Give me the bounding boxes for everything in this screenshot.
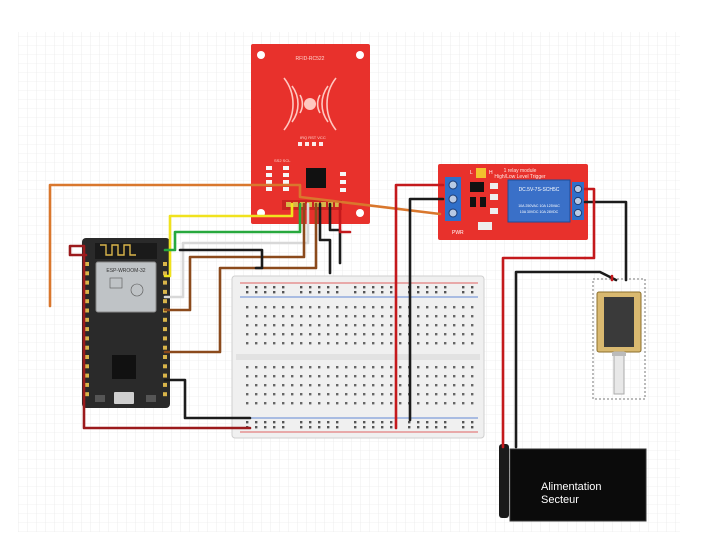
svg-text:SS2 SCL: SS2 SCL [274,158,291,163]
wire-black-rfid-3 [178,248,264,270]
relay-high-label: H [489,170,493,176]
rfid-chip [306,168,326,188]
wire-black-rfid-1 [318,202,332,275]
wire-red-rfid [338,202,352,234]
power-supply-label-line2: Secteur [541,494,579,506]
relay-module: 1 relay module High/Low Level Trigger L … [438,164,588,240]
relay-coil-rating: DC.5V-7S-SCH5C [519,187,560,193]
wire-black-rfid-2 [328,202,342,265]
wire-red-relay-vcc [394,183,445,430]
power-supply: Alimentation Secteur [499,444,647,522]
wire-darkred-esp [68,244,252,430]
relay-title: 1 relay module [504,168,537,174]
relay-coil-body [507,179,571,223]
rfid-module: RFID-RC522 IRQ RST VCC SS2 SCL [251,44,370,224]
esp32-chip [112,355,136,379]
wire-green [163,202,302,252]
esp32-board: ESP-WROOM-32 [82,238,170,408]
wires [48,183,628,449]
rfid-module-name: RFID-RC522 [296,56,325,62]
wire-white [163,202,310,299]
wire-orange [48,183,442,308]
boot-button [95,395,105,402]
esp32-chip-label: ESP-WROOM-32 [106,268,145,274]
wire-red-relay-supply [501,256,587,449]
wire-yellow [163,202,294,278]
en-button [146,395,156,402]
relay-pwr-label: PWR [452,230,464,236]
wire-red-relay-com [583,187,596,260]
wire-black-relay-lock [583,200,628,282]
esp32-module-shield [95,261,157,313]
wire-black-relay-gnd [408,197,445,422]
relay-contact-rating-2: 10A 30VDC 10A 28VDC [520,210,559,214]
power-supply-label-line1: Alimentation [541,481,602,493]
svg-text:IRQ RST VCC: IRQ RST VCC [300,135,326,140]
breadboard [231,275,485,439]
relay-subtitle: High/Low Level Trigger [494,174,545,180]
relay-low-label: L [470,170,473,176]
usb-port [114,392,134,404]
relay-contact-rating-1: 10A 250VAC 10A 125VAC [518,204,560,208]
wire-black-supply-lock [514,270,618,449]
wire-black-esp [163,378,252,420]
rfid-antenna-icon [283,77,337,131]
solenoid-lock [592,278,646,400]
wire-brown-1 [163,202,306,312]
wire-brown-2 [163,202,318,354]
